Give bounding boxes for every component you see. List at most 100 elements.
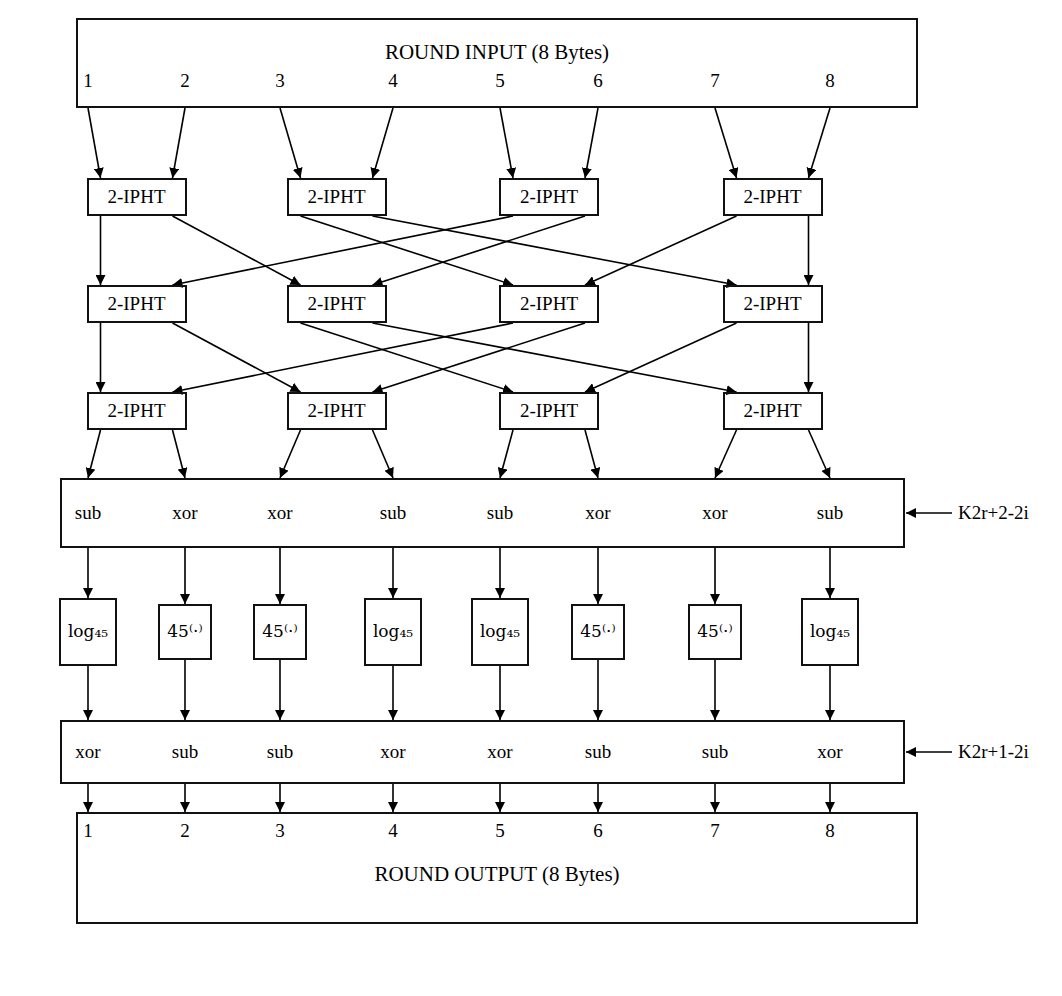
byte-number: 4	[388, 70, 398, 92]
operation-label: xor	[172, 502, 197, 524]
byte-number: 3	[275, 820, 285, 842]
arrow-connector	[392, 548, 394, 598]
byte-number: 5	[495, 820, 505, 842]
arrow-connector	[809, 108, 831, 178]
function-box: log₄₅	[801, 598, 859, 666]
ipht-box: 2-IPHT	[87, 178, 187, 216]
arrow-connector	[87, 548, 89, 598]
arrow-connector	[499, 548, 501, 598]
arrow-connector	[173, 323, 514, 392]
byte-number: 1	[83, 820, 93, 842]
arrow-connector	[597, 548, 599, 604]
io-title: ROUND INPUT (8 Bytes)	[78, 40, 916, 64]
arrow-connector	[392, 784, 394, 812]
arrow-connector	[184, 548, 186, 604]
operation-label: sub	[172, 741, 198, 763]
function-label: log₄₅	[373, 622, 413, 642]
operation-label: sub	[75, 502, 101, 524]
operation-label: xor	[487, 741, 512, 763]
operation-label: sub	[702, 741, 728, 763]
arrow-connector	[829, 666, 831, 720]
arrow-connector	[184, 784, 186, 812]
function-box: log₄₅	[471, 598, 529, 666]
arrow-connector	[173, 323, 301, 392]
arrow-connector	[100, 216, 102, 285]
operation-band: xorsubsubxorxorsubsubxor	[60, 720, 905, 784]
byte-number: 5	[495, 70, 505, 92]
function-label: log₄₅	[480, 622, 520, 642]
arrow-connector	[173, 216, 514, 285]
ipht-label: 2-IPHT	[520, 293, 578, 315]
arrow-connector	[87, 666, 89, 720]
ipht-box: 2-IPHT	[287, 178, 387, 216]
byte-number: 1	[83, 70, 93, 92]
arrow-connector	[829, 784, 831, 812]
ipht-label: 2-IPHT	[307, 293, 365, 315]
io-title: ROUND OUTPUT (8 Bytes)	[78, 862, 916, 886]
ipht-label: 2-IPHT	[743, 293, 801, 315]
ipht-box: 2-IPHT	[499, 392, 599, 430]
arrow-connector	[585, 216, 737, 285]
byte-number: 7	[710, 70, 720, 92]
ipht-label: 2-IPHT	[107, 293, 165, 315]
arrow-connector	[597, 784, 599, 812]
arrow-connector	[500, 108, 513, 178]
operation-label: sub	[585, 741, 611, 763]
byte-number: 7	[710, 820, 720, 842]
key-label: K2r+2-2i	[958, 502, 1029, 524]
function-label: 45⁽·⁾	[697, 622, 732, 642]
arrow-connector	[87, 784, 89, 812]
arrow-connector	[280, 430, 301, 478]
ipht-label: 2-IPHT	[107, 186, 165, 208]
arrow-connector	[585, 323, 737, 392]
operation-label: sub	[380, 502, 406, 524]
arrow-connector	[279, 784, 281, 812]
ipht-label: 2-IPHT	[107, 400, 165, 422]
arrow-connector	[373, 108, 394, 178]
ipht-box: 2-IPHT	[87, 392, 187, 430]
byte-number: 8	[825, 70, 835, 92]
ipht-box: 2-IPHT	[499, 285, 599, 323]
function-box: log₄₅	[59, 598, 117, 666]
operation-label: xor	[585, 502, 610, 524]
arrow-connector	[499, 784, 501, 812]
key-arrow	[906, 751, 952, 753]
operation-label: xor	[267, 502, 292, 524]
arrow-connector	[173, 430, 186, 478]
ipht-label: 2-IPHT	[743, 400, 801, 422]
arrow-connector	[714, 784, 716, 812]
arrow-connector	[279, 548, 281, 604]
arrow-connector	[373, 216, 586, 285]
arrow-connector	[88, 430, 101, 478]
arrow-connector	[715, 430, 737, 478]
key-label: K2r+1-2i	[958, 741, 1029, 763]
arrow-connector	[373, 430, 394, 478]
function-label: 45⁽·⁾	[262, 622, 297, 642]
arrow-connector	[829, 548, 831, 598]
ipht-box: 2-IPHT	[499, 178, 599, 216]
arrow-connector	[597, 660, 599, 720]
ipht-box: 2-IPHT	[723, 285, 823, 323]
arrow-connector	[100, 323, 102, 392]
arrow-connector	[373, 216, 737, 285]
byte-number: 3	[275, 70, 285, 92]
arrow-connector	[714, 660, 716, 720]
ipht-label: 2-IPHT	[520, 400, 578, 422]
arrow-connector	[585, 430, 598, 478]
arrow-connector	[373, 323, 737, 392]
arrow-connector	[808, 216, 810, 285]
arrow-connector	[809, 430, 831, 478]
ipht-label: 2-IPHT	[743, 186, 801, 208]
arrow-connector	[500, 430, 513, 478]
arrow-connector	[392, 666, 394, 720]
ipht-box: 2-IPHT	[723, 392, 823, 430]
operation-label: sub	[817, 502, 843, 524]
function-box: 45⁽·⁾	[158, 604, 211, 660]
arrow-connector	[279, 660, 281, 720]
arrow-connector	[715, 108, 737, 178]
function-label: 45⁽·⁾	[580, 622, 615, 642]
byte-number: 2	[180, 820, 190, 842]
operation-label: xor	[702, 502, 727, 524]
ipht-box: 2-IPHT	[87, 285, 187, 323]
arrow-connector	[173, 216, 301, 285]
